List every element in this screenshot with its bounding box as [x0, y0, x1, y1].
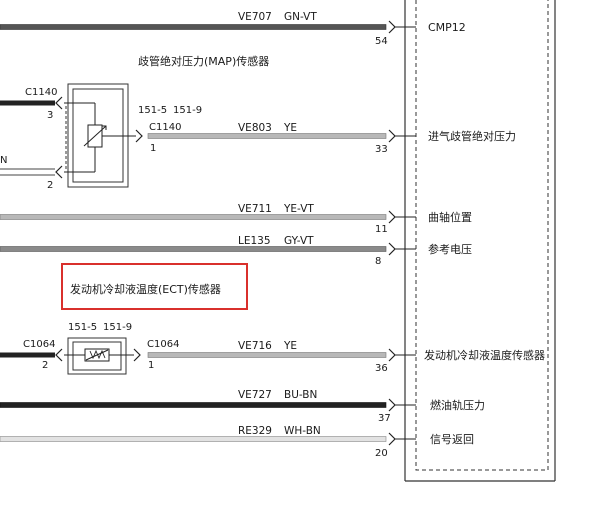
connector-terminal-icon — [388, 210, 396, 224]
wire-color-label: BU-BN — [284, 389, 317, 401]
wire-ve716: VE716 YE 36 发动机冷却液温度传感器 — [147, 340, 545, 374]
ect-left-connector: C1064 — [23, 339, 55, 350]
signal-label: 进气歧管绝对压力 — [428, 129, 516, 143]
signal-label: 发动机冷却液温度传感器 — [424, 348, 545, 362]
wire-color-label: GN-VT — [284, 11, 317, 23]
circuit-label: VE707 — [238, 11, 272, 23]
wire-color-label: YE — [283, 122, 297, 134]
pin-number: 54 — [375, 36, 388, 47]
ect-left-pin: 2 — [42, 360, 48, 371]
connector-terminal-icon — [133, 348, 141, 362]
map-ref-a: 151-5 — [138, 105, 167, 116]
connector-terminal-icon — [388, 398, 396, 412]
wire-color-label: YE — [283, 340, 297, 352]
wire-color-label: YE-VT — [283, 203, 314, 215]
pin-number: 37 — [378, 413, 391, 424]
ecu-module — [404, 0, 556, 482]
connector-terminal-icon — [388, 129, 396, 143]
wire-ve727: VE727 BU-BN 37 燃油轨压力 — [0, 389, 485, 424]
pin-number: 11 — [375, 224, 388, 235]
circuit-label: LE135 — [238, 235, 271, 247]
wire-color-label: GY-VT — [284, 235, 314, 247]
connector-terminal-icon — [388, 432, 396, 446]
pin-number: 8 — [375, 256, 381, 267]
connector-terminal-icon — [388, 20, 396, 34]
map-ref-b: 151-9 — [173, 105, 202, 116]
ect-right-connector: C1064 — [147, 339, 179, 350]
map-right-pin: 1 — [150, 143, 156, 154]
map-sensor-title: 歧管绝对压力(MAP)传感器 — [138, 54, 269, 68]
circuit-label: VE803 — [238, 122, 272, 134]
thermistor-icon — [84, 348, 110, 362]
wire-ve707: VE707 GN-VT 54 CMP12 — [0, 11, 466, 47]
connector-terminal-icon — [388, 242, 396, 256]
map-right-connector: C1140 — [149, 122, 181, 133]
pin-number: 33 — [375, 144, 388, 155]
signal-label: 参考电压 — [428, 242, 472, 256]
signal-label: 曲轴位置 — [428, 210, 472, 224]
map-left-wire-fragment: N — [0, 155, 7, 166]
circuit-label: VE727 — [238, 389, 272, 401]
ect-sensor-title: 发动机冷却液温度(ECT)传感器 — [70, 282, 221, 296]
ect-right-pin: 1 — [148, 360, 154, 371]
connector-terminal-icon — [135, 129, 143, 143]
pin-number: 36 — [375, 363, 388, 374]
connector-terminal-icon — [55, 165, 63, 179]
wire-le135: LE135 GY-VT 8 参考电压 — [0, 235, 472, 267]
circuit-label: RE329 — [238, 425, 272, 437]
signal-label: 燃油轨压力 — [430, 398, 485, 412]
circuit-label: VE716 — [238, 340, 272, 352]
map-left-pin-top: 3 — [47, 110, 53, 121]
connector-terminal-icon — [55, 348, 63, 362]
ect-ref-a: 151-5 — [68, 322, 97, 333]
map-left-connector: C1140 — [25, 87, 57, 98]
ect-ref-b: 151-9 — [103, 322, 132, 333]
connector-terminal-icon — [388, 348, 396, 362]
wire-color-label: WH-BN — [284, 425, 321, 437]
ect-highlight-box — [61, 263, 248, 310]
wire-ve803: VE803 YE 33 进气歧管绝对压力 — [147, 122, 516, 155]
ect-sensor: C1064 2 151-5 151-9 C1064 1 — [0, 322, 179, 375]
signal-label: 信号返回 — [430, 433, 474, 446]
circuit-label: VE711 — [238, 203, 272, 215]
signal-label: CMP12 — [428, 21, 466, 34]
connector-terminal-icon — [55, 96, 63, 110]
wire-re329: RE329 WH-BN 20 信号返回 — [0, 425, 474, 459]
pin-number: 20 — [375, 448, 388, 459]
map-left-pin-bottom: 2 — [47, 180, 53, 191]
wire-ve711: VE711 YE-VT 11 曲轴位置 — [0, 203, 472, 235]
map-sensor: C1140 3 2 N 151-5 151-9 C1140 1 — [0, 83, 202, 191]
